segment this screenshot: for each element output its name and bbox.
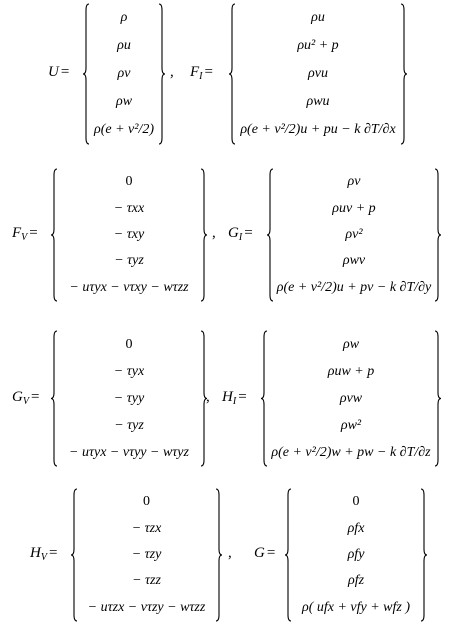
separator-comma: ,: [228, 545, 232, 561]
symbol-letter: G: [228, 225, 239, 241]
vector-component: ρw: [115, 94, 133, 109]
equals-sign: =: [204, 64, 213, 80]
symbol-subscript: I: [199, 71, 203, 82]
vector-component: ρvu: [308, 66, 328, 81]
vector-component: ρvw: [339, 390, 363, 406]
symbol-subscript: V: [40, 552, 47, 563]
right-vector-braces: [260, 330, 442, 467]
vector-component: ρfz: [347, 573, 365, 589]
vector-component: ρ(e + v²/2)w + pw − k ∂T/∂z: [271, 444, 431, 460]
left-symbol: GV=: [12, 389, 39, 407]
symbol-subscript: V: [22, 395, 29, 407]
left-vector-components: 0 − τyx − τyy − τyz − uτyx − vτyy − wτyz: [60, 331, 198, 466]
vector-component: ρwv: [342, 253, 366, 269]
vector-component: 0: [125, 174, 133, 190]
vector-component: ρuv + p: [332, 200, 376, 216]
separator-comma: ,: [212, 225, 216, 241]
vector-component: 0: [143, 494, 150, 510]
vector-component: 0: [352, 494, 360, 510]
vector-component: ρu: [311, 10, 325, 25]
symbol-letter: H: [30, 545, 41, 561]
vector-component: ρu² + p: [297, 38, 339, 53]
vector-component: − τxx: [113, 200, 145, 216]
equals-sign: =: [30, 388, 40, 405]
vector-component: ρv: [117, 66, 131, 81]
vector-component: − τzz: [132, 573, 161, 589]
separator-comma: ,: [206, 388, 210, 405]
symbol-letter: G: [12, 388, 23, 405]
equals-sign: =: [48, 545, 58, 561]
right-vector-braces: [266, 168, 442, 302]
vector-component: − τyz: [114, 417, 144, 433]
vector-component: ρv: [347, 174, 361, 190]
vector-component: − τyx: [113, 363, 145, 379]
vector-component: ρuw + p: [327, 363, 375, 379]
vector-component: ρ(e + v²/2)u + pv − k ∂T/∂y: [276, 279, 432, 295]
vector-component: ρwu: [306, 94, 330, 109]
symbol-subscript: V: [21, 232, 28, 243]
right-symbol: HI=: [222, 389, 247, 407]
vector-component: ρfx: [347, 520, 365, 536]
vector-component: ρ(e + v²/2)u + pu − k ∂T/∂x: [240, 122, 396, 137]
separator-comma: ,: [170, 64, 174, 80]
vector-component: − τxy: [113, 226, 145, 242]
vector-component: 0: [125, 336, 133, 352]
vector-component: ρ( ufx + vfy + wfz ): [301, 599, 411, 615]
right-symbol: GI=: [228, 225, 253, 243]
equals-sign: =: [244, 225, 253, 241]
vector-component: − uτyx − vτxy − wτzz: [69, 279, 189, 295]
left-symbol: U=: [48, 64, 69, 82]
equals-sign: =: [238, 388, 247, 405]
symbol-letter: U: [48, 64, 59, 80]
left-symbol: HV=: [30, 545, 57, 563]
right-vector-components: ρw ρuw + p ρvw ρw² ρ(e + v²/2)w + pw − k ∂T/…: [270, 331, 432, 466]
equals-sign: =: [60, 64, 70, 80]
right-vector-braces: [228, 3, 408, 145]
vector-component: − uτyx − vτyy − wτyz: [69, 444, 189, 460]
vector-component: ρu: [117, 38, 131, 53]
left-vector-braces: [82, 3, 166, 145]
left-vector-braces: [70, 488, 223, 622]
right-vector-components: ρv ρuv + p ρv² ρwv ρ(e + v²/2)u + pv − k ∂T/…: [276, 169, 432, 301]
left-symbol: FV=: [12, 225, 38, 243]
left-vector-braces: [50, 168, 208, 302]
equals-sign: =: [29, 225, 38, 241]
vector-component: − τyy: [113, 390, 145, 406]
symbol-letter: G: [254, 545, 265, 561]
vector-component: ρw: [342, 336, 360, 352]
right-symbol: FI=: [190, 64, 213, 82]
vector-component: − τzx: [131, 520, 162, 536]
vector-component: ρw²: [340, 417, 362, 433]
left-vector-components: 0 − τxx − τxy − τyz − uτyx − vτxy − wτzz: [60, 169, 198, 301]
left-vector-components: 0 − τzx − τzy − τzz − uτzx − vτzy − wτzz: [80, 489, 213, 621]
right-vector-components: 0 ρfx ρfy ρfz ρ( ufx + vfy + wfz ): [294, 489, 418, 621]
symbol-letter: F: [190, 64, 200, 80]
right-vector-braces: [284, 488, 428, 622]
vector-component: ρ(e + v²/2): [93, 122, 154, 137]
vector-component: − τyz: [114, 253, 144, 269]
equals-sign: =: [266, 545, 276, 561]
symbol-subscript: I: [232, 395, 237, 407]
vector-component: ρfy: [347, 546, 365, 562]
vector-component: − uτzx − vτzy − wτzz: [87, 599, 206, 615]
right-symbol: G=: [254, 545, 275, 563]
vector-component: ρ: [120, 10, 128, 25]
symbol-letter: F: [12, 225, 22, 241]
left-vector-braces: [50, 330, 208, 467]
vector-component: − τzy: [131, 546, 162, 562]
symbol-subscript: I: [238, 232, 243, 243]
left-vector-components: ρ ρu ρv ρw ρ(e + v²/2): [92, 4, 156, 144]
vector-component: ρv²: [345, 226, 363, 242]
symbol-letter: H: [222, 388, 233, 405]
right-vector-components: ρu ρu² + p ρvu ρwu ρ(e + v²/2)u + pu − k ∂T/…: [238, 4, 398, 144]
